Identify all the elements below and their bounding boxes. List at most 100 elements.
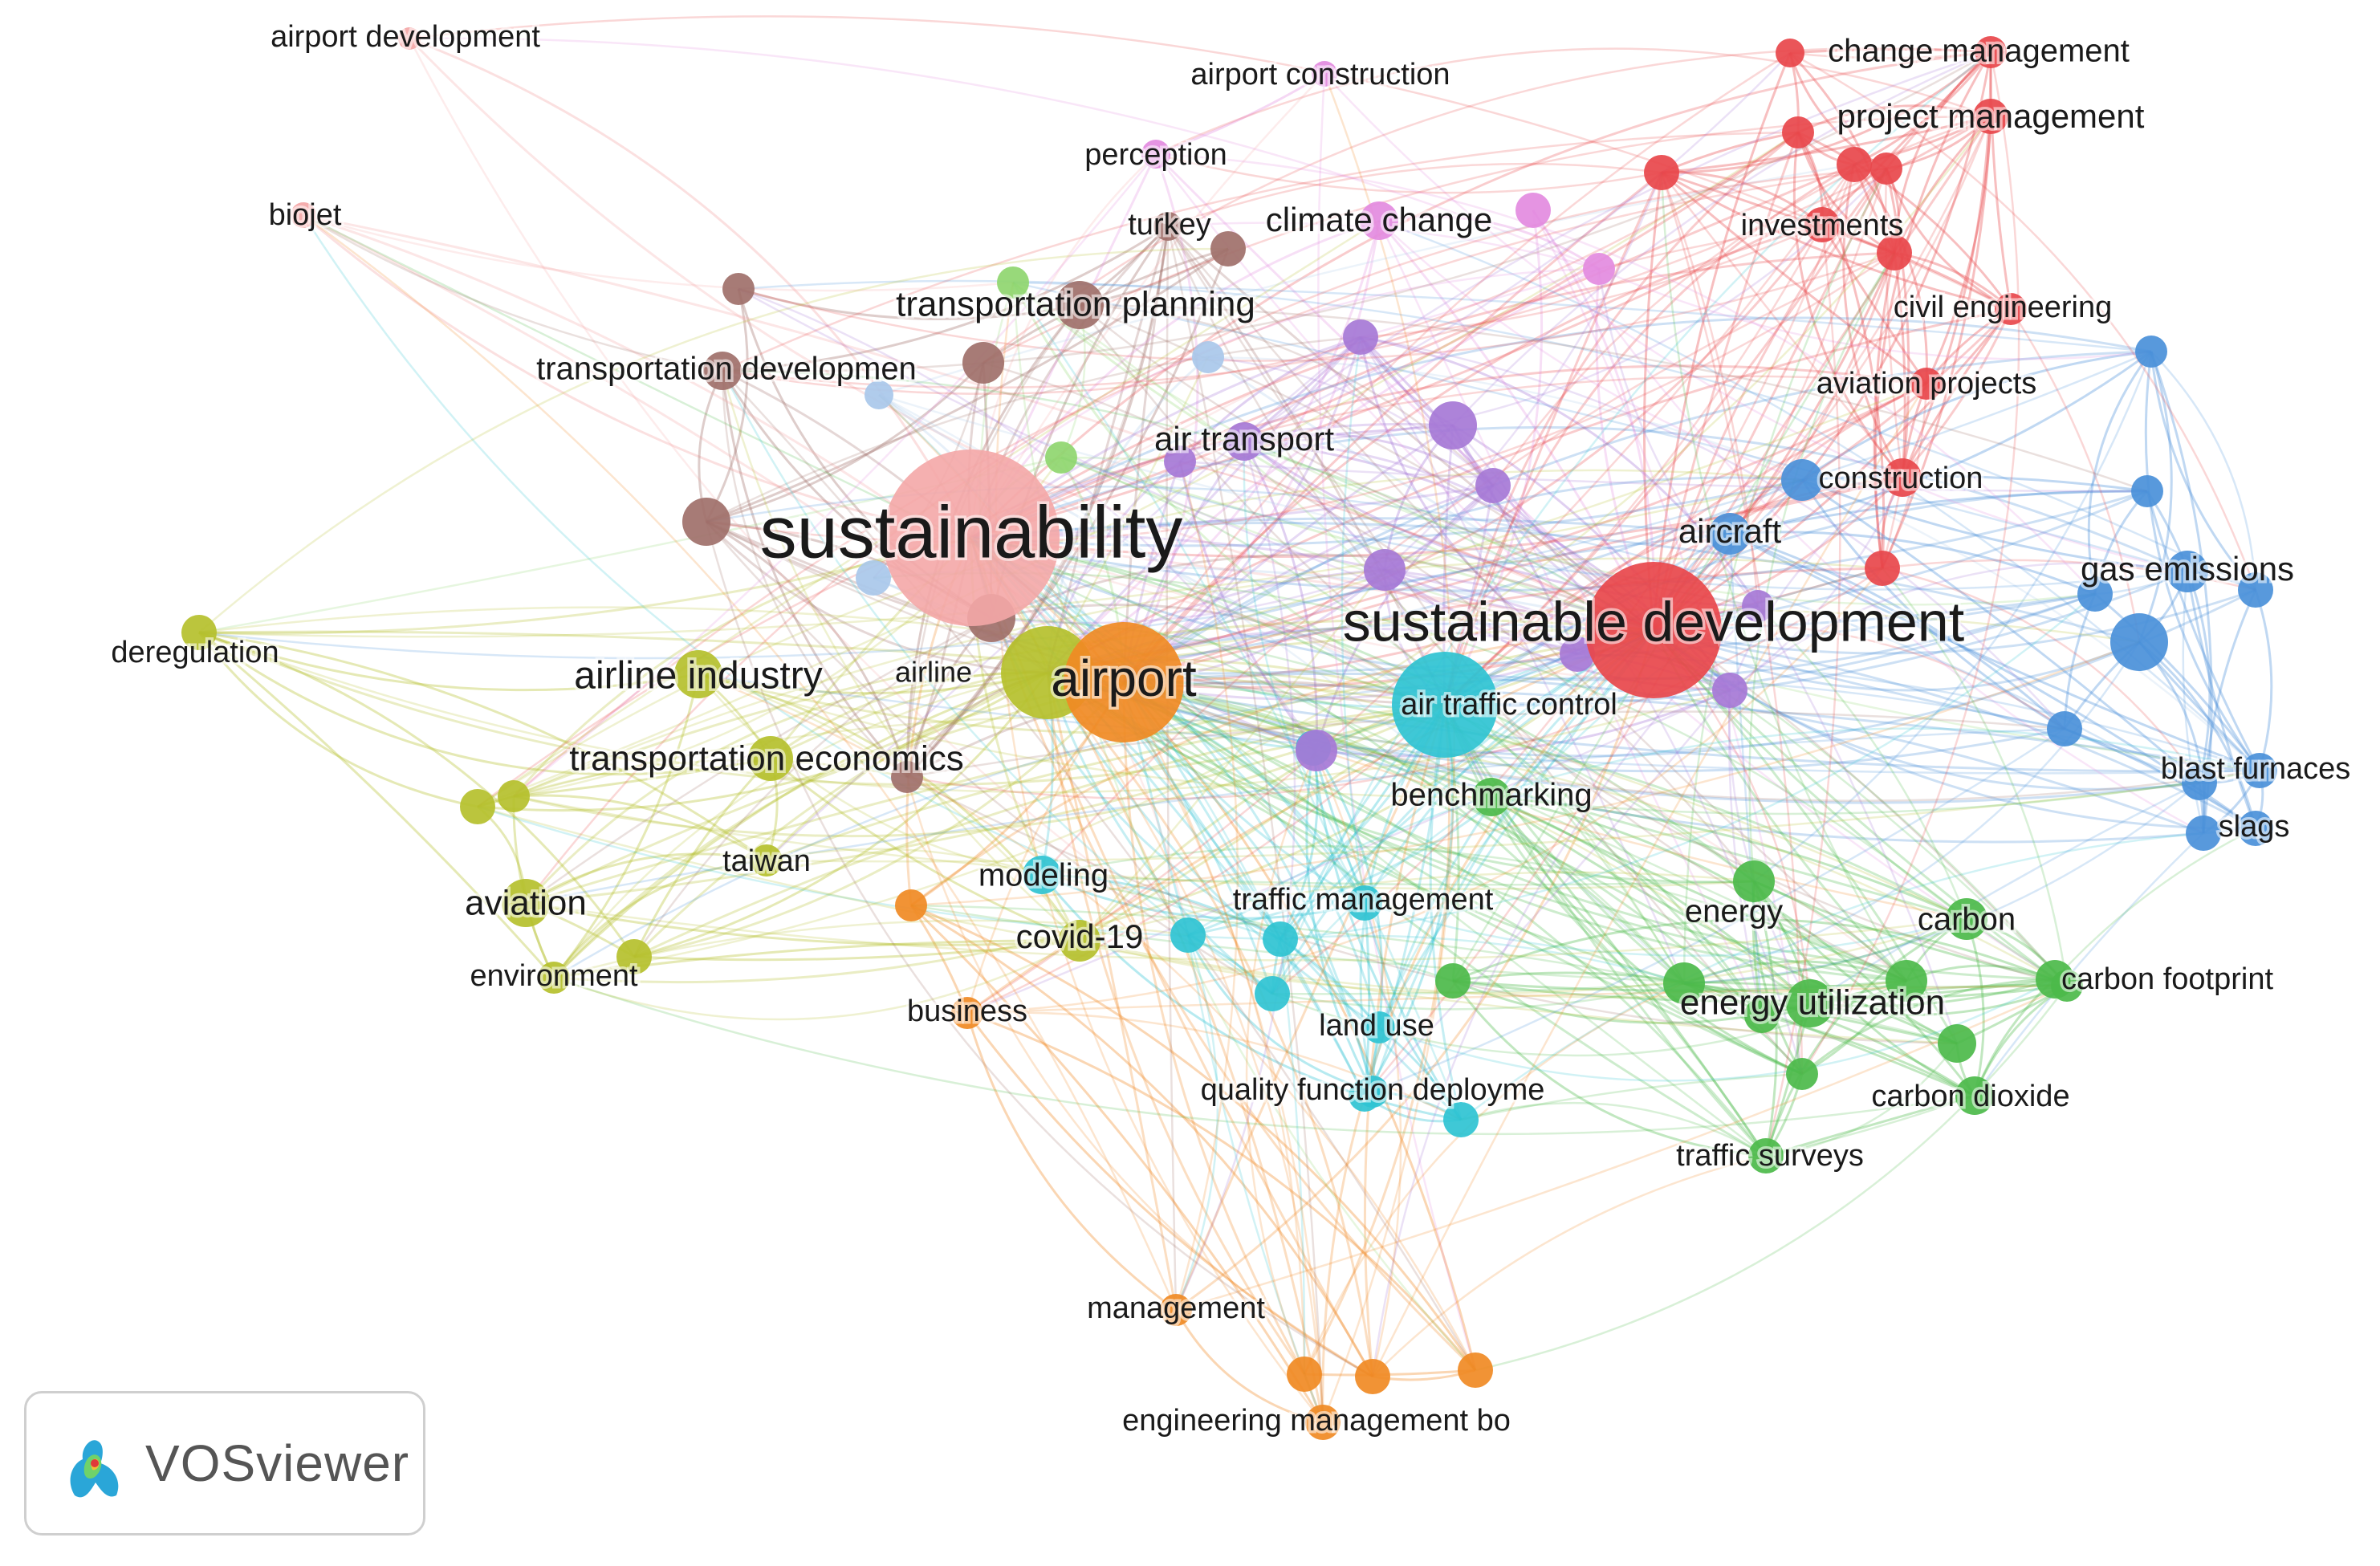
node-unlabelled[interactable] — [2238, 572, 2273, 608]
node-unlabelled[interactable] — [498, 780, 530, 812]
node-energy-utilization[interactable] — [1786, 979, 1834, 1027]
node-energy[interactable] — [1733, 860, 1775, 902]
node-civil-engineering[interactable] — [1995, 293, 2027, 325]
node-unlabelled[interactable] — [1263, 921, 1298, 957]
node-sustainable-development[interactable] — [1585, 562, 1722, 698]
node-engineering-management-bo[interactable] — [1305, 1405, 1341, 1440]
node-unlabelled[interactable] — [1443, 1102, 1479, 1137]
node-aviation-projects[interactable] — [1910, 368, 1943, 400]
node-covid-19[interactable] — [1059, 920, 1100, 962]
node-unlabelled[interactable] — [1663, 962, 1705, 1004]
node-unlabelled[interactable] — [1343, 319, 1378, 355]
node-transportation-planning[interactable] — [1056, 281, 1104, 329]
node-unlabelled[interactable] — [1583, 253, 1615, 285]
node-unlabelled[interactable] — [1781, 459, 1823, 501]
node-air-transport[interactable] — [1225, 422, 1263, 461]
node-unlabelled[interactable] — [856, 560, 891, 596]
node-unlabelled[interactable] — [1870, 153, 1902, 185]
node-unlabelled[interactable] — [722, 273, 755, 305]
node-unlabelled[interactable] — [1045, 441, 1077, 474]
node-unlabelled[interactable] — [1429, 401, 1477, 449]
node-unlabelled[interactable] — [2135, 336, 2167, 368]
node-unlabelled[interactable] — [1938, 1024, 1976, 1063]
node-unlabelled[interactable] — [1886, 960, 1927, 1002]
node-perception[interactable] — [1141, 140, 1170, 169]
node-turkey[interactable] — [1153, 212, 1182, 241]
node-air-traffic-control[interactable] — [1392, 652, 1498, 758]
node-change-management[interactable] — [1776, 39, 1804, 67]
node-modeling[interactable] — [1023, 856, 1061, 894]
node-unlabelled[interactable] — [962, 342, 1004, 384]
node-climate-change[interactable] — [1360, 201, 1398, 240]
node-unlabelled[interactable] — [1458, 1352, 1493, 1388]
edge — [1753, 880, 1908, 982]
node-sustainability[interactable] — [883, 449, 1060, 626]
node-unlabelled[interactable] — [2131, 475, 2163, 507]
node-unlabelled[interactable] — [1255, 976, 1290, 1011]
node-unlabelled[interactable] — [1164, 445, 1196, 478]
node-unlabelled[interactable] — [2077, 576, 2113, 612]
node-unlabelled[interactable] — [865, 380, 893, 409]
node-airport[interactable] — [1064, 622, 1184, 742]
node-aviation[interactable] — [502, 879, 550, 927]
node-aircraft[interactable] — [1709, 513, 1751, 555]
node-environment[interactable] — [538, 962, 570, 994]
node-unlabelled[interactable] — [1170, 917, 1206, 953]
node-unlabelled[interactable] — [895, 889, 927, 921]
node-unlabelled[interactable] — [891, 761, 923, 793]
node-unlabelled[interactable] — [1786, 1058, 1818, 1090]
node-unlabelled[interactable] — [1515, 193, 1551, 228]
node-transportation-economics[interactable] — [748, 736, 793, 781]
node-unlabelled[interactable] — [1865, 551, 1900, 586]
node-unlabelled[interactable] — [1287, 1357, 1322, 1392]
node-biojet[interactable] — [291, 202, 316, 228]
node-unlabelled[interactable] — [460, 789, 495, 824]
node-unlabelled[interactable] — [997, 266, 1029, 299]
node-carbon[interactable] — [1946, 898, 1987, 940]
node-construction[interactable] — [1883, 458, 1922, 497]
node-investments[interactable] — [1804, 207, 1840, 242]
node-traffic-management[interactable] — [1347, 885, 1382, 921]
node-unlabelled[interactable] — [682, 498, 730, 546]
node-traffic-surveys[interactable] — [1748, 1138, 1784, 1173]
node-unlabelled[interactable] — [2186, 816, 2221, 851]
node-project-management[interactable] — [1973, 99, 2008, 134]
node-unlabelled[interactable] — [616, 939, 652, 974]
node-airport-development[interactable] — [398, 27, 421, 50]
node-unlabelled[interactable] — [1349, 1080, 1381, 1112]
node-transportation-developmen[interactable] — [703, 352, 742, 390]
node-unlabelled[interactable] — [1742, 590, 1774, 622]
node-carbon-dioxide[interactable] — [1955, 1076, 1994, 1115]
node-unlabelled[interactable] — [1296, 730, 1337, 771]
edge — [738, 287, 1578, 656]
node-unlabelled[interactable] — [1435, 963, 1471, 999]
node-unlabelled[interactable] — [1475, 468, 1511, 503]
node-slags[interactable] — [2238, 811, 2273, 846]
node-benchmarking[interactable] — [1472, 778, 1511, 816]
node-gas-emissions[interactable] — [2166, 551, 2208, 592]
node-unlabelled[interactable] — [1192, 341, 1224, 373]
node-unlabelled[interactable] — [1782, 116, 1814, 148]
node-business[interactable] — [951, 997, 983, 1029]
node-airport-construction[interactable] — [1312, 61, 1337, 87]
node-unlabelled[interactable] — [1712, 673, 1747, 708]
node-carbon-footprint[interactable] — [2036, 960, 2074, 999]
node-unlabelled[interactable] — [1644, 155, 1679, 190]
node-unlabelled[interactable] — [1877, 235, 1912, 270]
node-airline-industry[interactable] — [674, 650, 722, 698]
node-unlabelled[interactable] — [2182, 765, 2217, 800]
node-deregulation[interactable] — [181, 615, 217, 650]
node-unlabelled[interactable] — [1744, 998, 1780, 1033]
node-unlabelled[interactable] — [2110, 613, 2168, 671]
node-unlabelled[interactable] — [1355, 1359, 1390, 1394]
node-unlabelled[interactable] — [1837, 147, 1872, 182]
node-unlabelled[interactable] — [1560, 637, 1595, 672]
node-unlabelled[interactable] — [1210, 231, 1246, 266]
node-unlabelled[interactable] — [2047, 711, 2082, 746]
node-management[interactable] — [1160, 1294, 1192, 1326]
node-blast-furnaces[interactable] — [2242, 753, 2277, 788]
node-land-use[interactable] — [1363, 1011, 1395, 1043]
node-unlabelled[interactable] — [1364, 549, 1406, 591]
node-taiwan[interactable] — [751, 844, 783, 877]
node-unlabelled[interactable] — [1975, 36, 2007, 68]
